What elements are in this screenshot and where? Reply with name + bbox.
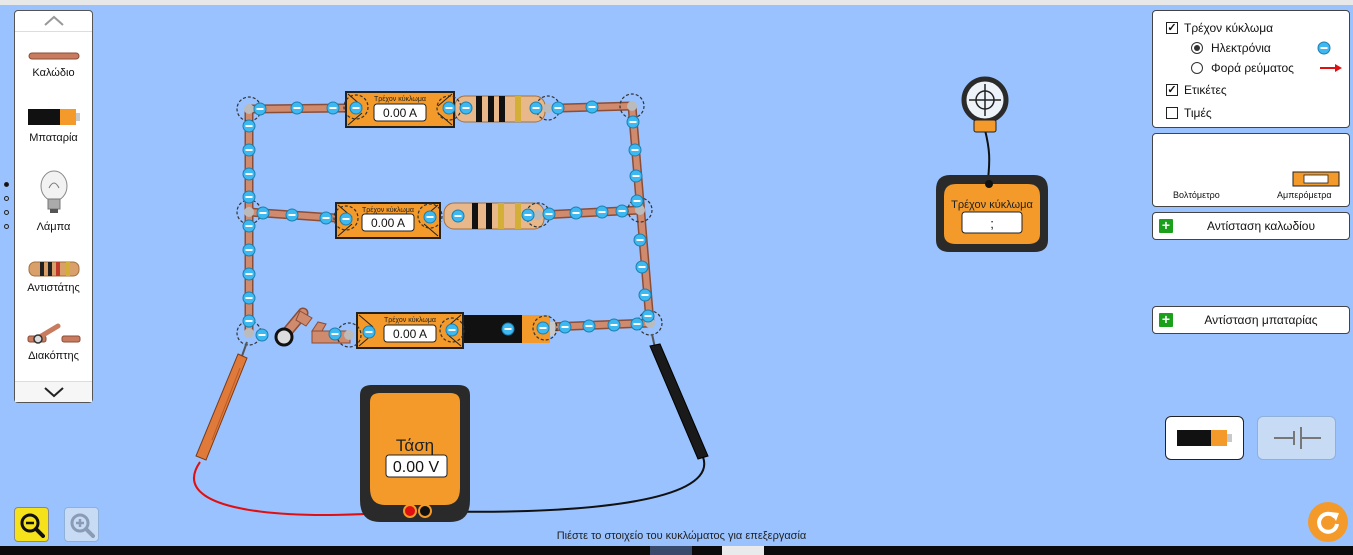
zoom-in-icon [70, 513, 95, 538]
labels-checkbox-label: Ετικέτες [1184, 83, 1227, 97]
expand-plus-icon: + [1159, 312, 1173, 327]
ammeter-middle-value: 0.00 A [371, 216, 405, 230]
clamp-ammeter[interactable]: Τρέχον κύκλωμα ; [936, 76, 1048, 252]
radio-selected-icon [1191, 42, 1203, 54]
black-probe[interactable] [649, 333, 709, 460]
current-checkbox[interactable]: ✓ Τρέχον κύκλωμα [1166, 21, 1273, 35]
lightbulb-icon [40, 170, 67, 213]
wire-resistance-accordion[interactable]: + Αντίσταση καλωδίου [1152, 212, 1350, 240]
toolbox-item-switch[interactable]: Διακόπτης [15, 323, 92, 362]
ammeter-top-title: Τρέχον κύκλωμα [374, 95, 426, 103]
toolbox-scroll-up-button[interactable] [15, 11, 92, 32]
expand-plus-icon: + [1159, 218, 1173, 233]
resistor-icon [28, 261, 79, 277]
toolbox-item-label: Λάμπα [36, 221, 71, 233]
ammeter-middle-title: Τρέχον κύκλωμα [362, 206, 414, 214]
checkbox-unchecked-icon [1166, 107, 1178, 119]
labels-checkbox[interactable]: ✓ Ετικέτες [1166, 83, 1227, 97]
electrons-radio[interactable]: Ηλεκτρόνια [1191, 41, 1331, 55]
electrons-radio-label: Ηλεκτρόνια [1211, 41, 1271, 55]
voltmeter-value: 0.00 V [393, 459, 440, 476]
component-toolbox: Καλώδιο Μπαταρία Λάμπα Αντιστάτης [14, 10, 93, 403]
edit-hint-text: Πιέστε το στοιχείο του κυκλώματος για επ… [556, 530, 807, 542]
battery-icon [27, 109, 80, 125]
reset-icon [1317, 511, 1339, 534]
toolbox-item-wire[interactable]: Καλώδιο [15, 49, 92, 79]
toolbox-scroll-down-button[interactable] [15, 381, 92, 402]
conventional-current-radio[interactable]: Φορά ρεύματος [1191, 61, 1343, 75]
battery-resistance-label: Αντίσταση μπαταρίας [1204, 313, 1318, 327]
clamp-ammeter-value: ; [990, 216, 994, 231]
electron-icon [1317, 41, 1331, 55]
toolbox-item-label: Διακόπτης [28, 350, 79, 362]
clamp-ammeter-title: Τρέχον κύκλωμα [951, 199, 1033, 211]
pager-dot-1[interactable] [4, 182, 9, 187]
toolbox-item-resistor[interactable]: Αντιστάτης [15, 261, 92, 294]
toolbox-item-lightbulb[interactable]: Λάμπα [15, 168, 92, 233]
checkbox-checked-icon: ✓ [1166, 83, 1178, 96]
switch[interactable] [274, 307, 351, 347]
battery-icon [1176, 430, 1232, 446]
ammeter-bottom-title: Τρέχον κύκλωμα [384, 316, 436, 324]
zoom-in-button[interactable] [64, 507, 99, 542]
chevron-up-icon [43, 15, 64, 26]
top-bar [0, 0, 1353, 5]
conventional-current-radio-label: Φορά ρεύματος [1211, 61, 1294, 75]
red-probe[interactable] [195, 341, 248, 461]
voltmeter-sensor-label: Βολτόμετρο [1173, 190, 1220, 200]
zoom-out-button[interactable] [14, 507, 49, 542]
values-checkbox[interactable]: Τιμές [1166, 106, 1212, 120]
toolbox-pager [4, 182, 9, 238]
toolbox-item-label: Αντιστάτης [27, 282, 80, 294]
radio-unselected-icon [1191, 62, 1203, 74]
ammeter-top[interactable]: Τρέχον κύκλωμα 0.00 A [345, 91, 455, 128]
toolbox-item-label: Μπαταρία [29, 132, 78, 144]
zoom-out-icon [20, 513, 45, 538]
current-arrow-icon [1320, 64, 1342, 72]
toolbox-item-label: Καλώδιο [32, 67, 75, 79]
ammeter-sensor-icon[interactable] [1292, 171, 1340, 187]
ammeter-bottom-value: 0.00 A [393, 327, 427, 341]
pager-dot-2[interactable] [4, 196, 9, 201]
voltmeter[interactable]: Τάση 0.00 V [360, 385, 470, 522]
ammeter-top-value: 0.00 A [383, 106, 417, 120]
ammeter-middle[interactable]: Τρέχον κύκλωμα 0.00 A [335, 202, 441, 239]
wire-resistance-label: Αντίσταση καλωδίου [1206, 219, 1316, 233]
ammeter-sensor-label: Αμπερόμετρα [1277, 190, 1332, 200]
pager-dot-3[interactable] [4, 210, 9, 215]
wire-icon [28, 52, 79, 60]
checkbox-checked-icon: ✓ [1166, 21, 1178, 34]
switch-icon [27, 323, 80, 344]
lifelike-view-button[interactable] [1165, 416, 1244, 460]
battery-resistance-accordion[interactable]: + Αντίσταση μπαταρίας [1152, 306, 1350, 334]
bottom-bar [0, 546, 1353, 555]
reset-all-button[interactable] [1308, 502, 1348, 542]
values-checkbox-label: Τιμές [1184, 106, 1212, 120]
voltmeter-title: Τάση [396, 436, 434, 455]
sensor-toolbox-panel: Βολτόμετρο Αμπερόμετρα [1152, 133, 1350, 207]
current-checkbox-label: Τρέχον κύκλωμα [1184, 21, 1274, 35]
schematic-view-button[interactable] [1257, 416, 1336, 460]
view-options-panel: ✓ Τρέχον κύκλωμα Ηλεκτρόνια Φορά ρεύματο… [1152, 10, 1350, 128]
pager-dot-4[interactable] [4, 224, 9, 229]
schematic-battery-icon [1273, 427, 1321, 449]
resistor-middle[interactable] [443, 202, 545, 230]
chevron-down-icon [43, 387, 64, 398]
toolbox-item-battery[interactable]: Μπαταρία [15, 107, 92, 144]
